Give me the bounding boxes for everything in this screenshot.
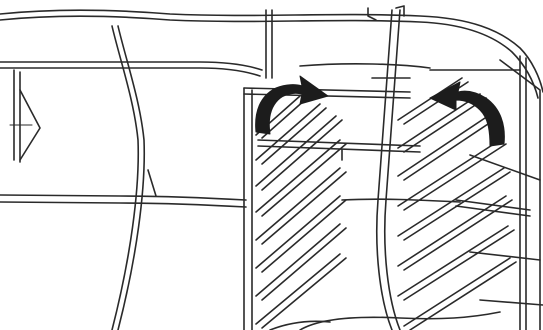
rack-mid-rail [0,62,430,76]
rack-left-diagonal [112,26,144,330]
rack-left-frame [0,70,246,207]
rotate-arrow-right-icon [430,82,504,146]
rotate-arrow-left-icon [256,76,328,134]
